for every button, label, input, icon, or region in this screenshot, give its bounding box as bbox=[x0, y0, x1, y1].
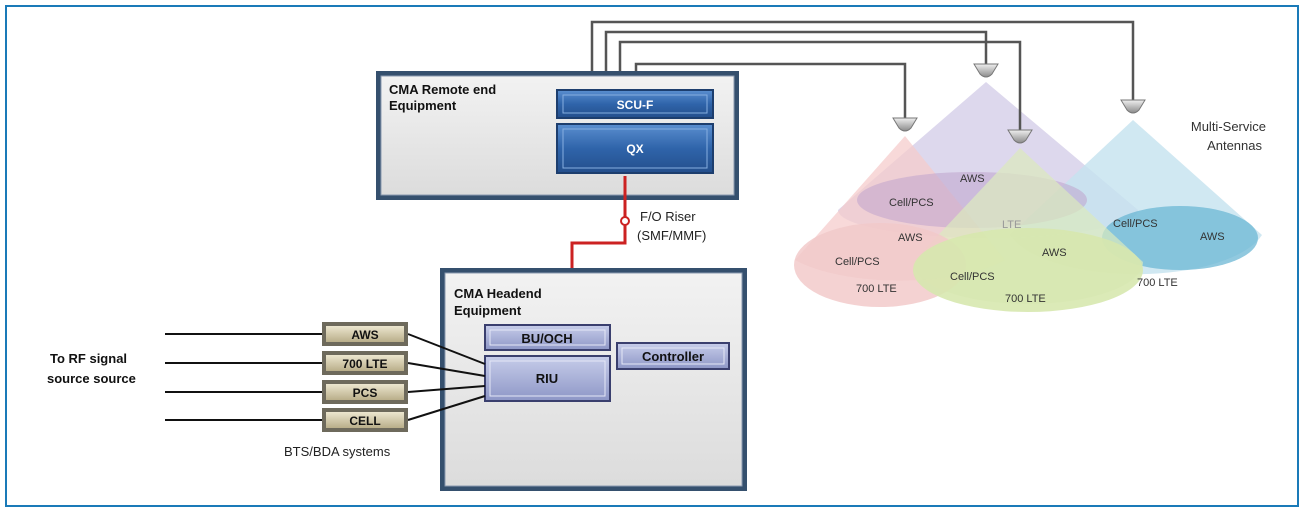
bu-och-module bbox=[484, 324, 611, 351]
headend-title-line1: CMA Headend bbox=[454, 286, 542, 301]
source-connections bbox=[165, 333, 486, 421]
coverage-cones bbox=[794, 82, 1262, 312]
cone1-cell-label-2: Cell/PCS bbox=[835, 256, 880, 268]
cone4-lte-label: 700 LTE bbox=[1137, 277, 1178, 289]
cone4-aws-label: AWS bbox=[1200, 231, 1225, 243]
controller-module bbox=[616, 342, 730, 370]
cone-labels: AWS Cell/PCS LTE AWS Cell/PCS 700 LTE AW… bbox=[835, 173, 1225, 305]
cone3-lte-label: 700 LTE bbox=[1005, 293, 1046, 305]
cone3-aws-label: AWS bbox=[1042, 247, 1067, 259]
antenna-icon bbox=[892, 117, 918, 132]
bu-och-label: BU/OCH bbox=[521, 331, 572, 346]
source-700lte-label: 700 LTE bbox=[342, 357, 387, 371]
qx-label: QX bbox=[626, 142, 643, 156]
cone2-lte-label: LTE bbox=[1002, 219, 1021, 231]
scu-f-label: SCU-F bbox=[617, 98, 654, 112]
remote-end-box: CMA Remote end Equipment SCU-F QX bbox=[376, 71, 739, 200]
cone3-cell-label: Cell/PCS bbox=[950, 271, 995, 283]
riser-label-line2: (SMF/MMF) bbox=[637, 228, 706, 243]
antennas-caption-line2: Antennas bbox=[1207, 138, 1262, 153]
cone2-aws-label: AWS bbox=[960, 173, 985, 185]
source-pcs-label: PCS bbox=[353, 386, 378, 400]
rf-source-label-line2: source source bbox=[47, 371, 136, 386]
headend-title-line2: Equipment bbox=[454, 303, 522, 318]
qx-module bbox=[556, 123, 714, 174]
riu-module bbox=[484, 355, 611, 402]
source-aws-label: AWS bbox=[351, 328, 378, 342]
cone-blue-base bbox=[1102, 206, 1258, 270]
cone1-lte-label: 700 LTE bbox=[856, 283, 897, 295]
antenna-icon bbox=[1120, 99, 1146, 114]
riu-label: RIU bbox=[536, 371, 558, 386]
cone1-aws-label: AWS bbox=[898, 232, 923, 244]
cone-green-base bbox=[913, 228, 1143, 312]
riser-label-line1: F/O Riser bbox=[640, 209, 696, 224]
source-cell-label: CELL bbox=[349, 414, 380, 428]
remote-title-line2: Equipment bbox=[389, 98, 457, 113]
remote-title-line1: CMA Remote end bbox=[389, 82, 496, 97]
controller-label: Controller bbox=[642, 349, 704, 364]
antenna-icon bbox=[1007, 129, 1033, 144]
bts-caption: BTS/BDA systems bbox=[284, 444, 391, 459]
cone2-cell-label: Cell/PCS bbox=[889, 197, 934, 209]
rf-source-label-line1: To RF signal bbox=[50, 351, 127, 366]
cone4-cell-label: Cell/PCS bbox=[1113, 218, 1158, 230]
antenna-icon bbox=[973, 63, 999, 78]
antennas bbox=[892, 63, 1146, 144]
headend-box: CMA Headend Equipment BU/OCH RIU Control… bbox=[440, 268, 747, 491]
antennas-caption-line1: Multi-Service bbox=[1191, 119, 1266, 134]
fo-riser-node bbox=[620, 216, 630, 226]
source-modules: AWS 700 LTE PCS CELL bbox=[322, 322, 408, 432]
